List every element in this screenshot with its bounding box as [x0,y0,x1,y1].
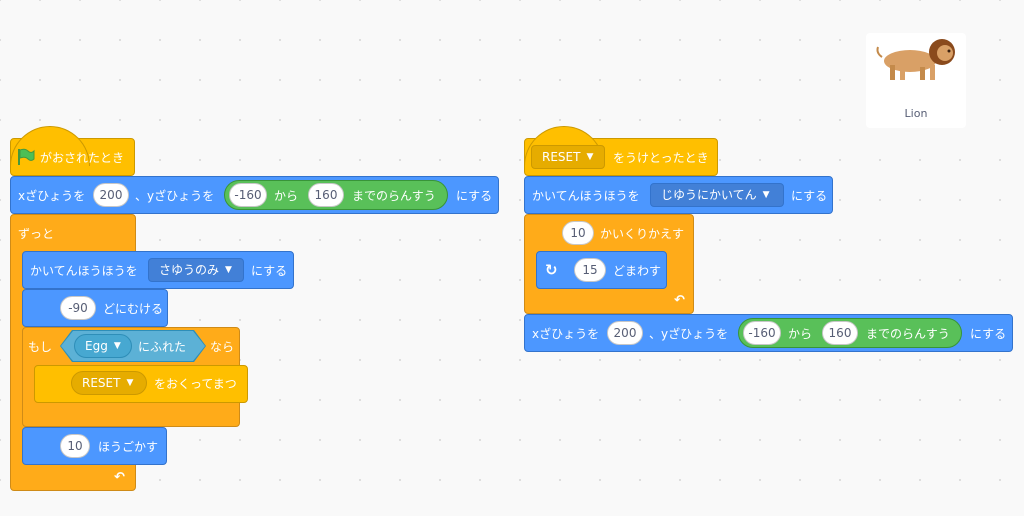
direction-input[interactable]: -90 [60,296,96,320]
turn-label: どまわす [613,264,662,278]
direction-label: どにむける [103,302,164,316]
loop-arrow-icon: ↶ [674,293,685,308]
repeat-count-input[interactable]: 10 [562,221,594,245]
green-flag-icon [18,148,35,165]
broadcast-label: をおくってまつ [154,377,237,391]
lion-sprite-icon [876,39,955,80]
goto-x-label: xざひょうを [18,189,86,203]
hat-label: がおされたとき [40,151,125,165]
goto-x-input[interactable]: 200 [607,321,643,345]
repeat-label: かいくりかえす [600,227,685,241]
goto-suffix: にする [456,189,493,203]
dropdown-caret-icon: ▼ [586,152,594,162]
rotation-style-dropdown[interactable]: じゆうにかいてん ▼ [650,183,784,207]
random-label: までのらんすう [866,327,950,341]
broadcast-dropdown[interactable]: RESET ▼ [71,371,147,395]
then-label: なら [210,340,235,354]
random-from-input[interactable]: -160 [229,183,267,207]
move-steps-block[interactable] [22,427,167,465]
rotation-label: かいてんほうほうを [30,264,138,278]
sprite-name: Lion [904,107,928,120]
touching-dropdown[interactable]: Egg ▼ [74,334,132,358]
goto-suffix: にする [970,327,1007,341]
rotation-style-value: さゆうのみ [159,263,220,277]
goto-y-label: 、yざひょうを [135,189,215,203]
sprite-tile[interactable]: Lion [866,33,966,128]
goto-x-label: xざひょうを [532,327,600,341]
rotation-suffix: にする [791,189,828,203]
if-label: もし [28,340,53,354]
random-kara-label: から [274,189,299,203]
move-label: ほうごかす [98,440,159,454]
steps-input[interactable]: 10 [60,434,90,458]
dropdown-caret-icon: ▼ [113,341,121,351]
random-to-input[interactable]: 160 [308,183,344,207]
loop-arrow-icon: ↶ [114,470,125,485]
dropdown-caret-icon: ▼ [225,265,232,275]
goto-x-input[interactable]: 200 [93,183,129,207]
touching-value: Egg [85,339,108,353]
dropdown-caret-icon: ▼ [126,378,134,388]
random-label: までのらんすう [352,189,436,203]
turn-right-icon: ↻ [545,261,558,279]
receive-dropdown[interactable]: RESET ▼ [531,145,605,169]
random-from-input[interactable]: -160 [743,321,781,345]
degrees-input[interactable]: 15 [574,258,606,282]
receive-label: をうけとったとき [613,151,709,165]
receive-value: RESET [542,150,581,164]
dropdown-caret-icon: ▼ [762,190,770,200]
random-to-input[interactable]: 160 [822,321,858,345]
rotation-style-dropdown[interactable]: さゆうのみ ▼ [148,258,244,282]
rotation-suffix: にする [251,264,288,278]
rotation-style-value: じゆうにかいてん [661,188,757,202]
goto-y-label: 、yざひょうを [649,327,729,341]
broadcast-value: RESET [82,376,121,390]
random-kara-label: から [788,327,813,341]
forever-label: ずっと [18,227,55,241]
touching-label: にふれた [138,340,187,354]
rotation-label: かいてんほうほうを [532,189,640,203]
